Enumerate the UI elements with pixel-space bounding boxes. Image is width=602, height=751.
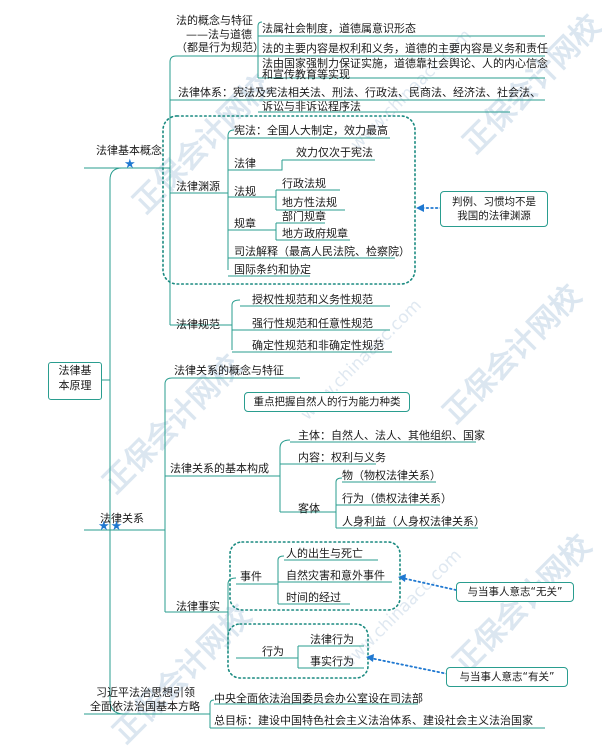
composition-note: 重点把握自然人的行为能力种类 — [244, 392, 410, 412]
root-label-line1: 法律基 — [58, 364, 92, 377]
def-item: 和宣传教育等实现 — [262, 68, 350, 81]
source-regulation: 法规 — [234, 185, 256, 198]
event-child: 人的出生与死亡 — [286, 547, 363, 560]
system-line2: 诉讼与非诉讼程序法 — [262, 100, 361, 113]
act-child: 事实行为 — [310, 655, 354, 668]
star-icon: ★ — [124, 157, 137, 172]
def-item: 法的主要内容是权利和义务，道德的主要内容是义务和责任 — [262, 42, 548, 55]
object-child: 行为（债权法律关系） — [342, 492, 452, 505]
xi-label-line1: 习近平法治思想引领 — [96, 686, 195, 699]
facts-label: 法律事实 — [176, 600, 220, 613]
source-regulation-child: 行政法规 — [282, 177, 326, 190]
root-node: 法律基 本原理 — [48, 362, 102, 400]
source-rule-child: 部门规章 — [282, 210, 326, 223]
source-law-child: 效力仅次于宪法 — [296, 146, 373, 159]
composition-content: 内容：权利与义务 — [298, 451, 386, 464]
event-note: 与当事人意志“无关” — [456, 582, 574, 602]
act-child: 法律行为 — [310, 633, 354, 646]
composition-subject: 主体：自然人、法人、其他组织、国家 — [298, 429, 485, 442]
sources-note-line1: 判例、习惯均不是 — [452, 196, 536, 208]
root-label-line2: 本原理 — [58, 379, 92, 392]
composition-label: 法律关系的基本构成 — [170, 462, 269, 475]
def-item: 法由国家强制力保证实施，道德靠社会舆论、人的内心信念 — [262, 57, 548, 70]
source-judicial: 司法解释（最高人民法院、检察院） — [234, 245, 410, 258]
def-label-line3: （都是行为规范） — [176, 41, 264, 54]
source-treaty: 国际条约和协定 — [234, 263, 311, 276]
xi-label-line2: 全面依法治国基本方略 — [90, 700, 200, 713]
sources-note-line2: 我国的法律渊源 — [457, 210, 531, 222]
def-label-line1: 法的概念与特征 — [176, 14, 253, 27]
xi-item: 中央全面依法治国委员会办公室设在司法部 — [214, 692, 423, 705]
composition-object: 客体 — [298, 502, 320, 515]
act-note: 与当事人意志“有关” — [446, 667, 568, 687]
object-child: 人身利益（人身权法律关系） — [342, 515, 485, 528]
source-rule: 规章 — [234, 217, 256, 230]
source-constitution: 宪法：全国人大制定，效力最高 — [234, 124, 388, 137]
norm-item: 授权性规范和义务性规范 — [252, 293, 373, 306]
source-law: 法律 — [234, 157, 256, 170]
source-rule-child: 地方政府规章 — [282, 227, 348, 240]
sources-note: 判例、习惯均不是 我国的法律渊源 — [440, 191, 548, 227]
facts-event: 事件 — [240, 570, 262, 583]
def-item: 法属社会制度，道德属意识形态 — [262, 22, 416, 35]
xi-item: 总目标：建设中国特色社会主义法治体系、建设社会主义法治国家 — [214, 714, 533, 727]
sources-label: 法律渊源 — [176, 180, 220, 193]
source-regulation-child: 地方性法规 — [282, 196, 337, 209]
relation-label: 法律关系 — [100, 512, 144, 525]
event-child: 时间的经过 — [286, 591, 341, 604]
relation-concept: 法律关系的概念与特征 — [174, 364, 284, 377]
def-label-line2: ——法与道德 — [186, 28, 252, 41]
star-icon: ★★ — [98, 519, 124, 534]
object-child: 物（物权法律关系） — [342, 469, 441, 482]
norm-item: 强行性规范和任意性规范 — [252, 317, 373, 330]
concept-label: 法律基本概念 — [96, 144, 162, 157]
norms-label: 法律规范 — [176, 318, 220, 331]
norm-item: 确定性规范和非确定性规范 — [252, 339, 384, 352]
facts-act: 行为 — [262, 645, 284, 658]
system-line1: 法律体系：宪法及宪法相关法、刑法、行政法、民商法、经济法、社会法、 — [178, 86, 541, 99]
event-child: 自然灾害和意外事件 — [286, 569, 385, 582]
